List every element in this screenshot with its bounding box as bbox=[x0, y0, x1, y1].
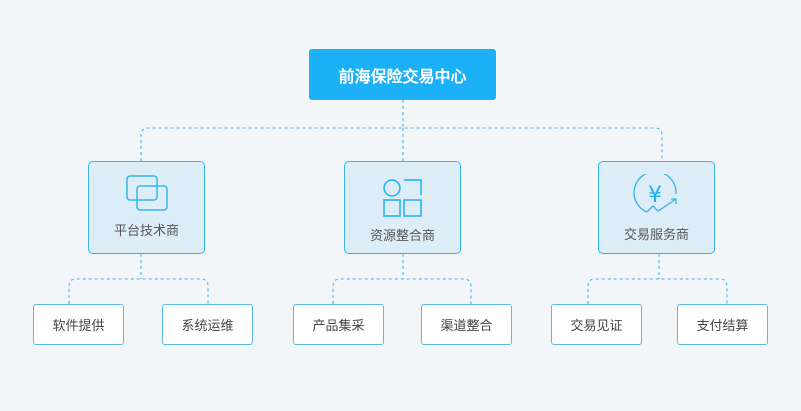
branch-transaction-service: ¥ 交易服务商 bbox=[598, 161, 715, 254]
leaf-node: 支付结算 bbox=[677, 304, 768, 345]
root-node: 前海保险交易中心 bbox=[309, 49, 496, 100]
leaf-node: 交易见证 bbox=[551, 304, 642, 345]
leaf-node: 系统运维 bbox=[162, 304, 253, 345]
svg-text:¥: ¥ bbox=[648, 183, 662, 208]
branch-resource-integration: 资源整合商 bbox=[344, 161, 461, 254]
branch-label: 交易服务商 bbox=[623, 228, 689, 243]
leaf-node: 产品集采 bbox=[293, 304, 384, 345]
branch-platform-tech: 平台技术商 bbox=[88, 161, 205, 254]
grid-icon bbox=[382, 179, 422, 217]
branch-label: 资源整合商 bbox=[369, 229, 435, 244]
branch-label: 平台技术商 bbox=[113, 224, 179, 239]
leaf-node: 软件提供 bbox=[33, 304, 124, 345]
leaf-node: 渠道整合 bbox=[421, 304, 512, 345]
overlapping-squares-icon bbox=[125, 175, 168, 211]
yen-growth-icon: ¥ bbox=[632, 174, 677, 213]
